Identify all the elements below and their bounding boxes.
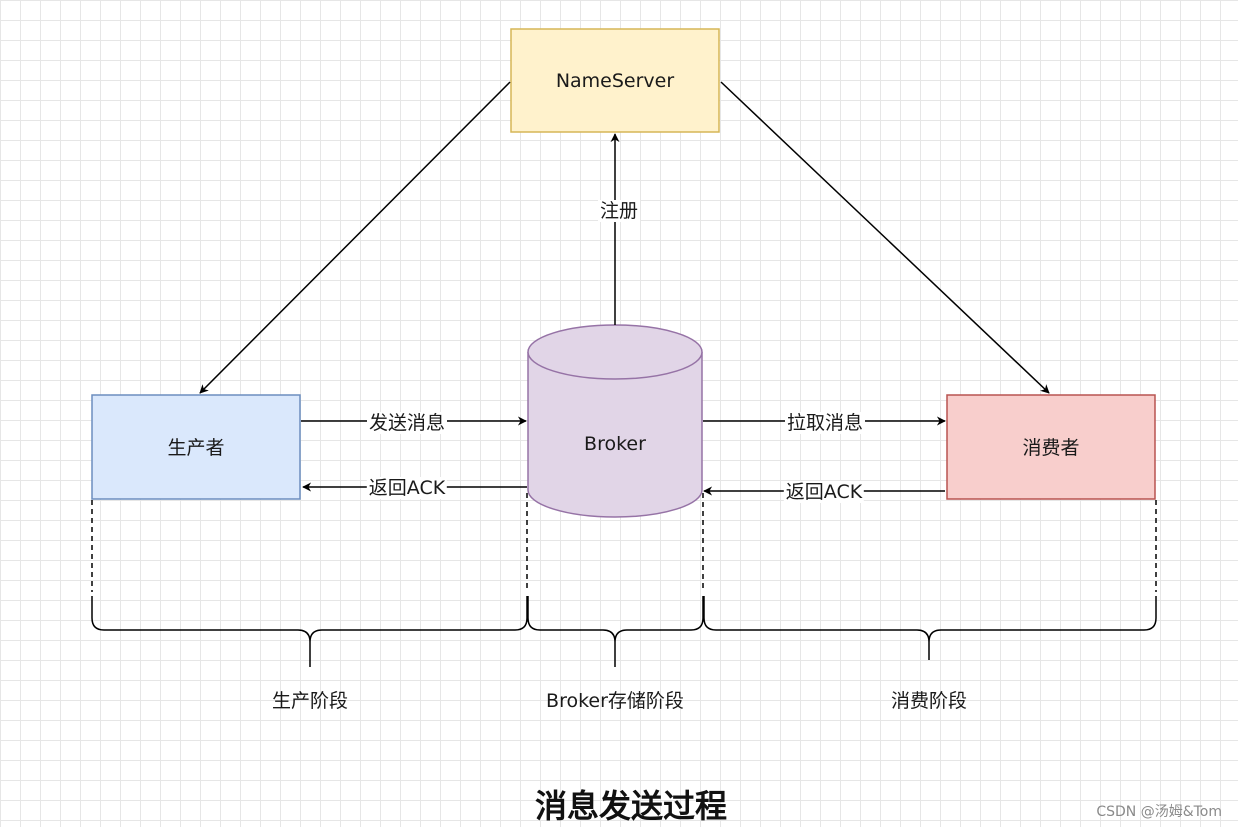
broker-label: Broker <box>584 433 646 455</box>
nameserver-label: NameServer <box>555 70 675 92</box>
production-phase-label: 生产阶段 <box>271 690 349 712</box>
bracket-production <box>91 596 528 667</box>
edge-nameserver-to-consumer <box>720 81 1050 394</box>
consumption-phase-label: 消费阶段 <box>890 690 968 712</box>
return-ack-consumer-label: 返回ACK <box>783 481 865 503</box>
register-label: 注册 <box>597 200 641 222</box>
pull-message-label: 拉取消息 <box>784 412 866 434</box>
return-ack-producer-label: 返回ACK <box>366 477 448 499</box>
consumer-label: 消费者 <box>1022 437 1080 459</box>
producer-box[interactable] <box>91 394 301 500</box>
edge-nameserver-to-producer <box>199 81 511 394</box>
send-message-label: 发送消息 <box>366 412 448 434</box>
bracket-consumption <box>703 596 1157 660</box>
broker-cylinder[interactable] <box>527 324 703 518</box>
broker-storage-phase-label: Broker存储阶段 <box>546 690 684 712</box>
producer-label: 生产者 <box>167 437 225 459</box>
csdn-watermark: CSDN @汤姆&Tom <box>1096 804 1222 820</box>
bracket-broker-storage <box>527 596 704 667</box>
consumer-box[interactable] <box>946 394 1156 500</box>
phase-guides <box>91 493 1157 592</box>
nameserver-box[interactable] <box>510 28 720 133</box>
diagram-title: 消息发送过程 <box>534 787 728 825</box>
